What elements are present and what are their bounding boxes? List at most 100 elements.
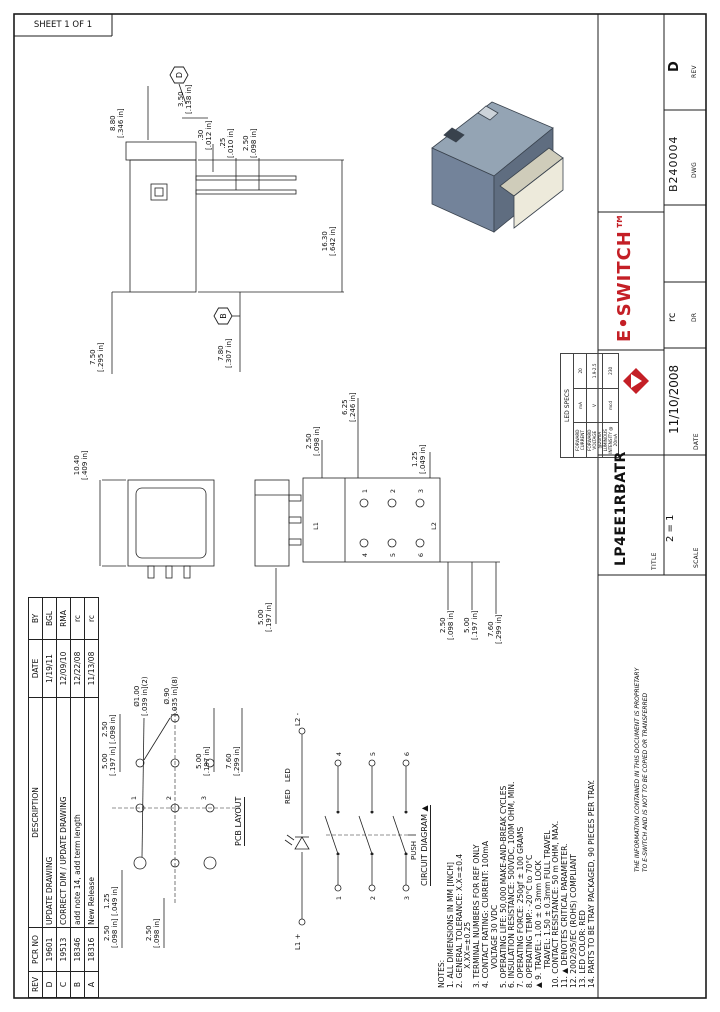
dim-5-00: 5.00[.197 in] [101, 746, 117, 776]
desc-cell: UPDATE DRAWING [42, 697, 57, 928]
terminal-1-label: 1 [361, 489, 369, 493]
dwg-label: DWG [691, 161, 698, 178]
circuit-linework [284, 727, 416, 926]
pcb-linework [112, 706, 243, 948]
proprietary-line2: TO E-SWITCH AND IS NOT TO BE COPIED OR T… [642, 692, 649, 872]
led-color-label: RED [284, 789, 292, 804]
rev-value: D [667, 61, 682, 72]
circuit-terminal-2: 2 [369, 896, 377, 900]
terminal-2-label: 2 [389, 489, 397, 493]
desc-cell: add note 14, add term length [70, 697, 85, 928]
date-col-header: DATE [28, 639, 43, 698]
date-cell: 12/09/10 [56, 639, 71, 698]
proprietary-note: THE INFORMATION CONTAINED IN THIS DOCUME… [634, 597, 658, 872]
circuit-terminal-4: 4 [335, 752, 343, 756]
led-spec-units: mcd [602, 388, 619, 423]
top-view-linework [99, 479, 215, 579]
date-cell: 11/13/08 [84, 639, 99, 698]
revision-table: REV PCR NO DESCRIPTION DATE BY D 19601 U… [28, 597, 100, 998]
by-cell: BGL [42, 597, 57, 640]
dim-2-50: 2.50[.098 in] [439, 610, 455, 640]
date-value: 11/10/2008 [667, 364, 681, 434]
dim-1-25: 1.25[.049 in] [103, 886, 119, 916]
revision-row: D 19601 UPDATE DRAWING 1/19/11 BGL [42, 597, 57, 998]
dwg-number: B240004 [667, 135, 680, 192]
balloon-b-letter: B [219, 313, 228, 319]
led-spec-value: 1.9-2.5 [586, 353, 603, 389]
led-spec-value: 230 [602, 353, 619, 389]
led-spec-value: 20 [573, 353, 587, 389]
brand-logo-text: E•SWITCH™ [614, 211, 635, 342]
dim-7-60: 7.60[.299 in] [225, 746, 241, 776]
dr-label: DR [691, 312, 698, 322]
circuit-terminal-5: 5 [369, 752, 377, 756]
pcr-col-header: PCR NO [28, 927, 43, 972]
balloon-d: D [169, 66, 189, 84]
by-col-header: BY [28, 597, 43, 640]
terminal-3-label: 3 [417, 489, 425, 493]
dim-6-25: 6.25[.246 in] [341, 392, 357, 422]
rev-col-header: REV [28, 971, 43, 998]
dim-2-50: 2.50[.098 in] [101, 714, 117, 744]
revision-row: C 19513 CORRECT DIM / UPDATE DRAWING 12/… [56, 597, 71, 998]
dim-1-25: 1.25[.049 in] [411, 444, 427, 474]
rev-cell: A [84, 971, 99, 998]
pcb-pad-1-label: 1 [130, 796, 138, 800]
dim-0-30: .30[.012 in] [197, 120, 213, 150]
pcr-cell: 18316 [84, 927, 99, 972]
isometric-view [431, 101, 564, 233]
push-label: PUSH [410, 840, 418, 860]
dim-5-00: 5.00[.197 in] [257, 602, 273, 632]
rev-label: REV [691, 65, 698, 78]
revision-row: B 18346 add note 14, add term length 12/… [70, 597, 85, 998]
dim-7-60: 7.60[.299 in] [487, 614, 503, 644]
dim-2-50: 2.50[.098 in] [103, 918, 119, 948]
led-specs-title: LED SPECS [560, 353, 574, 458]
led-spec-param: FORWARD VOLTAGE @20mA [586, 422, 603, 458]
title-label: TITLE [651, 552, 658, 570]
pcb-layout-title: PCB LAYOUT [234, 796, 245, 846]
terminal-4-label: 4 [361, 553, 369, 557]
balloon-d-letter: D [175, 72, 184, 78]
pcr-cell: 19601 [42, 927, 57, 972]
dim-2-50: 2.50[.098 in] [305, 426, 321, 456]
circuit-l1-plus: L1 + [294, 933, 302, 950]
led-spec-units: V [586, 388, 603, 423]
profile-view-linework [254, 479, 302, 624]
middle-views: 4 5 6 1 2 3 L1 L2 10.40[.409 in] 5.00[.1… [62, 348, 517, 648]
part-number-title: LP4EE1RBATR [613, 451, 629, 566]
balloon-b: B [213, 307, 233, 325]
circuit-terminal-3: 3 [403, 896, 411, 900]
dim-dia-1-00: Ø1.00[.039 in](2) [133, 676, 149, 716]
desc-cell: CORRECT DIM / UPDATE DRAWING [56, 697, 71, 928]
critical-marker-icon: ▲ [420, 805, 429, 812]
dim-10-40: 10.40[.409 in] [73, 450, 89, 480]
terminal-l2-label: L2 [430, 522, 438, 530]
led-spec-units: mA [573, 388, 587, 423]
border-lines [13, 13, 707, 999]
terminal-6-label: 6 [417, 553, 425, 557]
pcb-pad-2-label: 2 [165, 796, 173, 800]
circuit-terminal-6: 6 [403, 752, 411, 756]
rev-cell: B [70, 971, 85, 998]
led-spec-param: FORWARD CURRENT [573, 422, 587, 458]
led-label: LED [284, 768, 292, 782]
revision-row: A 18316 New Release 11/13/08 rc [84, 597, 99, 998]
side-view: D B 8.80[.346 in] 3.50[.138 in] .30[.012… [82, 57, 367, 402]
desc-cell: New Release [84, 697, 99, 928]
circuit-diagram: 1 2 3 4 5 6 L1 + L2 - RED LED PUSH CIRCU… [282, 697, 432, 952]
dr-value: rc [667, 312, 678, 322]
dim-2-50: 2.50[.098 in] [145, 918, 161, 948]
terminal-5-label: 5 [389, 553, 397, 557]
pcr-cell: 19513 [56, 927, 71, 972]
sheet-number: SHEET 1 OF 1 [33, 20, 93, 30]
dim-8-80: 8.80[.346 in] [109, 108, 125, 138]
desc-col-header: DESCRIPTION [28, 697, 43, 928]
pcb-pad-3-label: 3 [200, 796, 208, 800]
note-item: 14. PARTS TO BE TRAY PACKAGED, 90 PIECES… [586, 779, 596, 988]
circuit-terminal-1: 1 [335, 896, 343, 900]
circuit-diagram-title: CIRCUIT DIAGRAM ▲ [420, 805, 431, 886]
terminal-l1-label: L1 [312, 522, 320, 530]
